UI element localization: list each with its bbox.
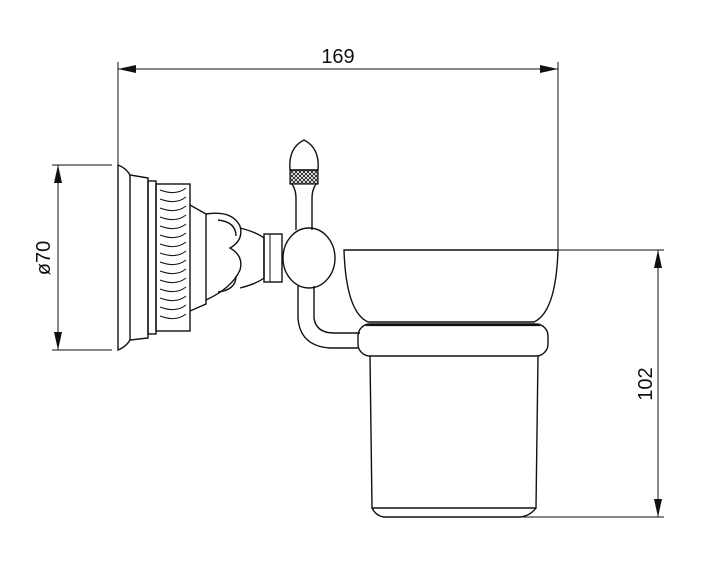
dimension-label-width: 169 <box>321 46 354 68</box>
wall-plate-outline <box>117 163 149 352</box>
stem-lobe-upper <box>205 212 242 301</box>
holder-ring-body <box>357 323 549 357</box>
finial-neck <box>291 183 317 230</box>
dimension-width: 169 <box>117 46 559 250</box>
dimension-diameter: ø70 <box>33 164 112 351</box>
stem-collar <box>189 204 207 312</box>
dimension-label-diameter: ø70 <box>33 241 55 275</box>
tumbler-body <box>369 355 539 509</box>
dimension-height: 102 <box>520 249 664 518</box>
tumbler <box>369 355 539 518</box>
fluting-pattern <box>159 187 187 320</box>
holder-ring <box>357 323 549 357</box>
arrowhead-lower <box>654 499 662 517</box>
arrowhead-right <box>540 65 558 73</box>
stem-taper <box>239 227 265 289</box>
glass-bowl <box>343 249 559 323</box>
fluted-base-body <box>155 183 191 332</box>
finial-knurl <box>289 169 319 185</box>
wall-plate-rim <box>147 180 157 335</box>
ball-joint <box>282 227 336 289</box>
dimension-label-height: 102 <box>635 367 657 400</box>
arrowhead-left <box>118 65 136 73</box>
stem-lobe-inner <box>217 219 237 293</box>
arrowhead-top <box>54 165 62 183</box>
arrowhead-bottom <box>54 332 62 350</box>
wall-plate <box>117 163 157 352</box>
finial-tip <box>289 139 319 171</box>
finial <box>289 139 319 230</box>
stem-nut <box>263 233 283 283</box>
arrowhead-upper <box>654 250 662 268</box>
tumbler-base <box>371 507 537 518</box>
stem <box>189 204 283 312</box>
fluted-base <box>155 183 191 332</box>
holder-arm <box>297 286 360 349</box>
